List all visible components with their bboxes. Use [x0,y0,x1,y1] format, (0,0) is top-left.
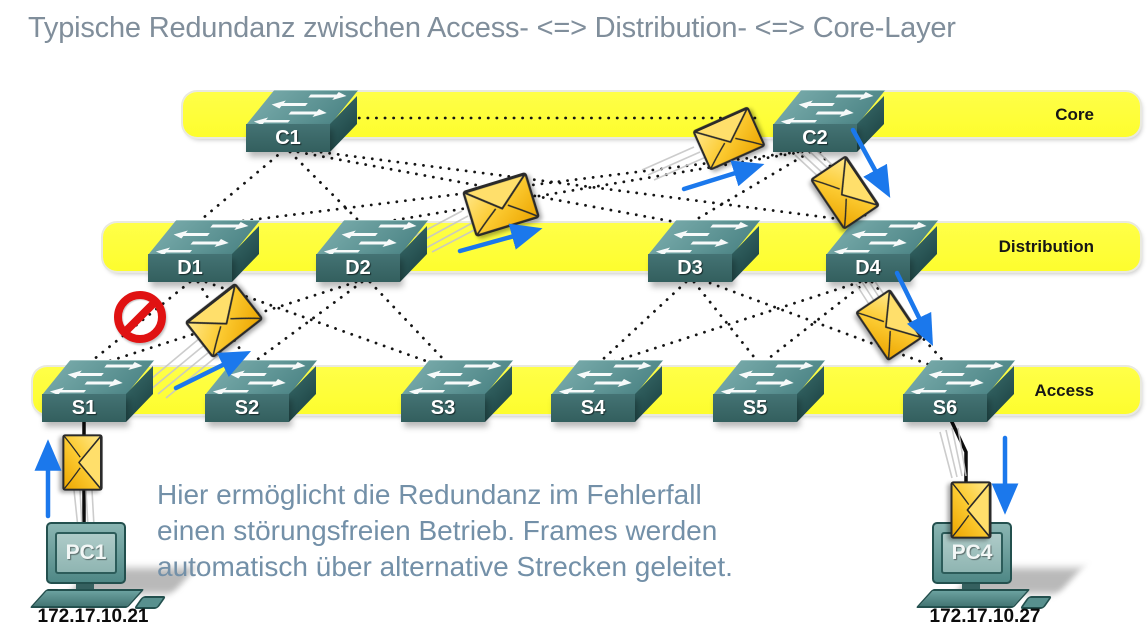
pc-label: PC4 [951,541,993,564]
pc-label: PC1 [65,541,107,564]
switch-label: C1 [275,126,301,149]
switch-label: S6 [932,396,958,419]
distribution-layer-label: Distribution [998,237,1094,256]
switch-d4: D4 [826,218,942,282]
switch-s6: S6 [903,358,1019,422]
caption-text: Hier ermöglicht die Redundanz im Fehlerf… [157,477,797,585]
flow-arrow-downright-icon [850,127,891,198]
switch-s5: S5 [713,358,829,422]
switch-s1: S1 [42,358,158,422]
caption-line: automatisch über alternative Strecken ge… [157,551,733,582]
caption-line: Hier ermöglicht die Redundanz im Fehlerf… [157,479,702,510]
monitor-icon: PC1 [46,522,126,584]
pc1: PC1 [29,522,196,612]
page-title: Typische Redundanz zwischen Access- <=> … [28,12,956,44]
switch-d2: D2 [316,218,432,282]
pc4-ip-address: 172.17.10.27 [929,606,1041,627]
distribution-layer-band: Distribution [103,223,1140,271]
switch-label: D4 [855,256,881,279]
switch-label: S2 [234,396,260,419]
switch-s2: S2 [205,358,321,422]
switch-d1: D1 [148,218,264,282]
switch-label: S3 [430,396,456,419]
caption-line: einen störungsfreien Betrieb. Frames wer… [157,515,718,546]
blocked-link-icon [114,291,166,343]
envelope-motion-trails [73,146,967,529]
access-layer-label: Access [1034,380,1094,400]
switch-label: S4 [580,396,606,419]
flow-arrow-upright-icon [681,160,765,192]
switch-s3: S3 [401,358,517,422]
flow-arrow-downright-icon [894,270,933,347]
switch-c2: C2 [773,88,889,152]
switch-label: C2 [802,126,828,149]
switch-d3: D3 [648,218,764,282]
switch-c1: C1 [246,88,362,152]
switch-s4: S4 [551,358,667,422]
flow-arrow-upright-icon [457,223,543,254]
flow-arrow-upright-icon [173,351,252,391]
switch-label: D3 [677,256,703,279]
switch-label: D1 [177,256,203,279]
switch-label: D2 [345,256,371,279]
pc1-ip-address: 172.17.10.21 [37,606,149,627]
switch-label: S5 [742,396,768,419]
switch-label: S1 [71,396,97,419]
core-layer-label: Core [1055,104,1094,124]
